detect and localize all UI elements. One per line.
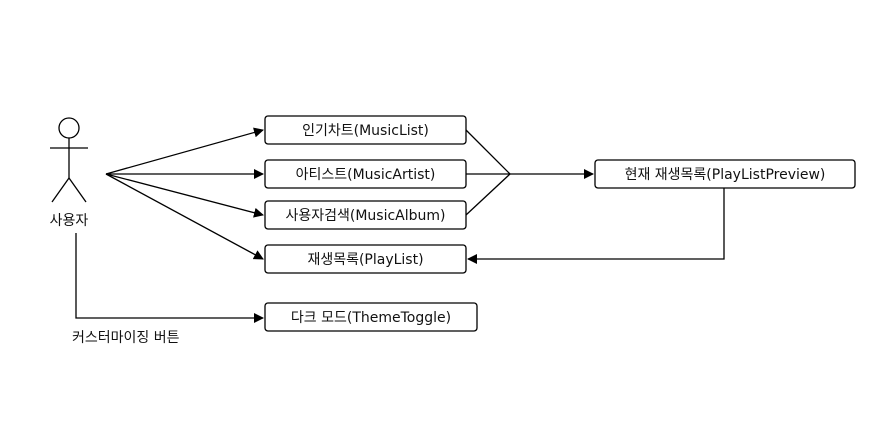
- node-artist: 아티스트(MusicArtist): [264, 159, 467, 189]
- actor-figure: [50, 117, 88, 203]
- node-current-playlist: 현재 재생목록(PlayListPreview): [594, 159, 856, 189]
- edge-actor-to-popular-chart: [105, 127, 264, 175]
- edge-actor-to-playlist: [105, 173, 264, 260]
- node-dark-mode: 다크 모드(ThemeToggle): [264, 302, 478, 332]
- actor-left-leg: [51, 177, 70, 203]
- edge-actor-to-user-search: [105, 173, 264, 218]
- actor-label: 사용자: [50, 213, 89, 229]
- edge-actor-to-dark-mode: [75, 233, 264, 323]
- node-user-search-label: 사용자검색(MusicAlbum): [285, 208, 445, 224]
- edge-current-playlist-to-playlist: [467, 188, 725, 264]
- edge-user-search-merge: [465, 173, 511, 216]
- node-popular-chart: 인기차트(MusicList): [264, 115, 467, 145]
- node-current-playlist-label: 현재 재생목록(PlayListPreview): [625, 167, 826, 183]
- node-artist-label: 아티스트(MusicArtist): [296, 167, 436, 183]
- node-popular-chart-label: 인기차트(MusicList): [302, 123, 429, 139]
- actor-head: [58, 117, 80, 139]
- edge-popular-chart-merge: [465, 129, 511, 175]
- edge-label-custom-button: 커스터마이징 버튼: [72, 330, 180, 346]
- node-playlist: 재생목록(PlayList): [264, 244, 467, 274]
- actor-right-leg: [68, 177, 87, 203]
- node-user-search: 사용자검색(MusicAlbum): [264, 200, 467, 230]
- node-playlist-label: 재생목록(PlayList): [307, 252, 423, 268]
- node-dark-mode-label: 다크 모드(ThemeToggle): [291, 310, 451, 326]
